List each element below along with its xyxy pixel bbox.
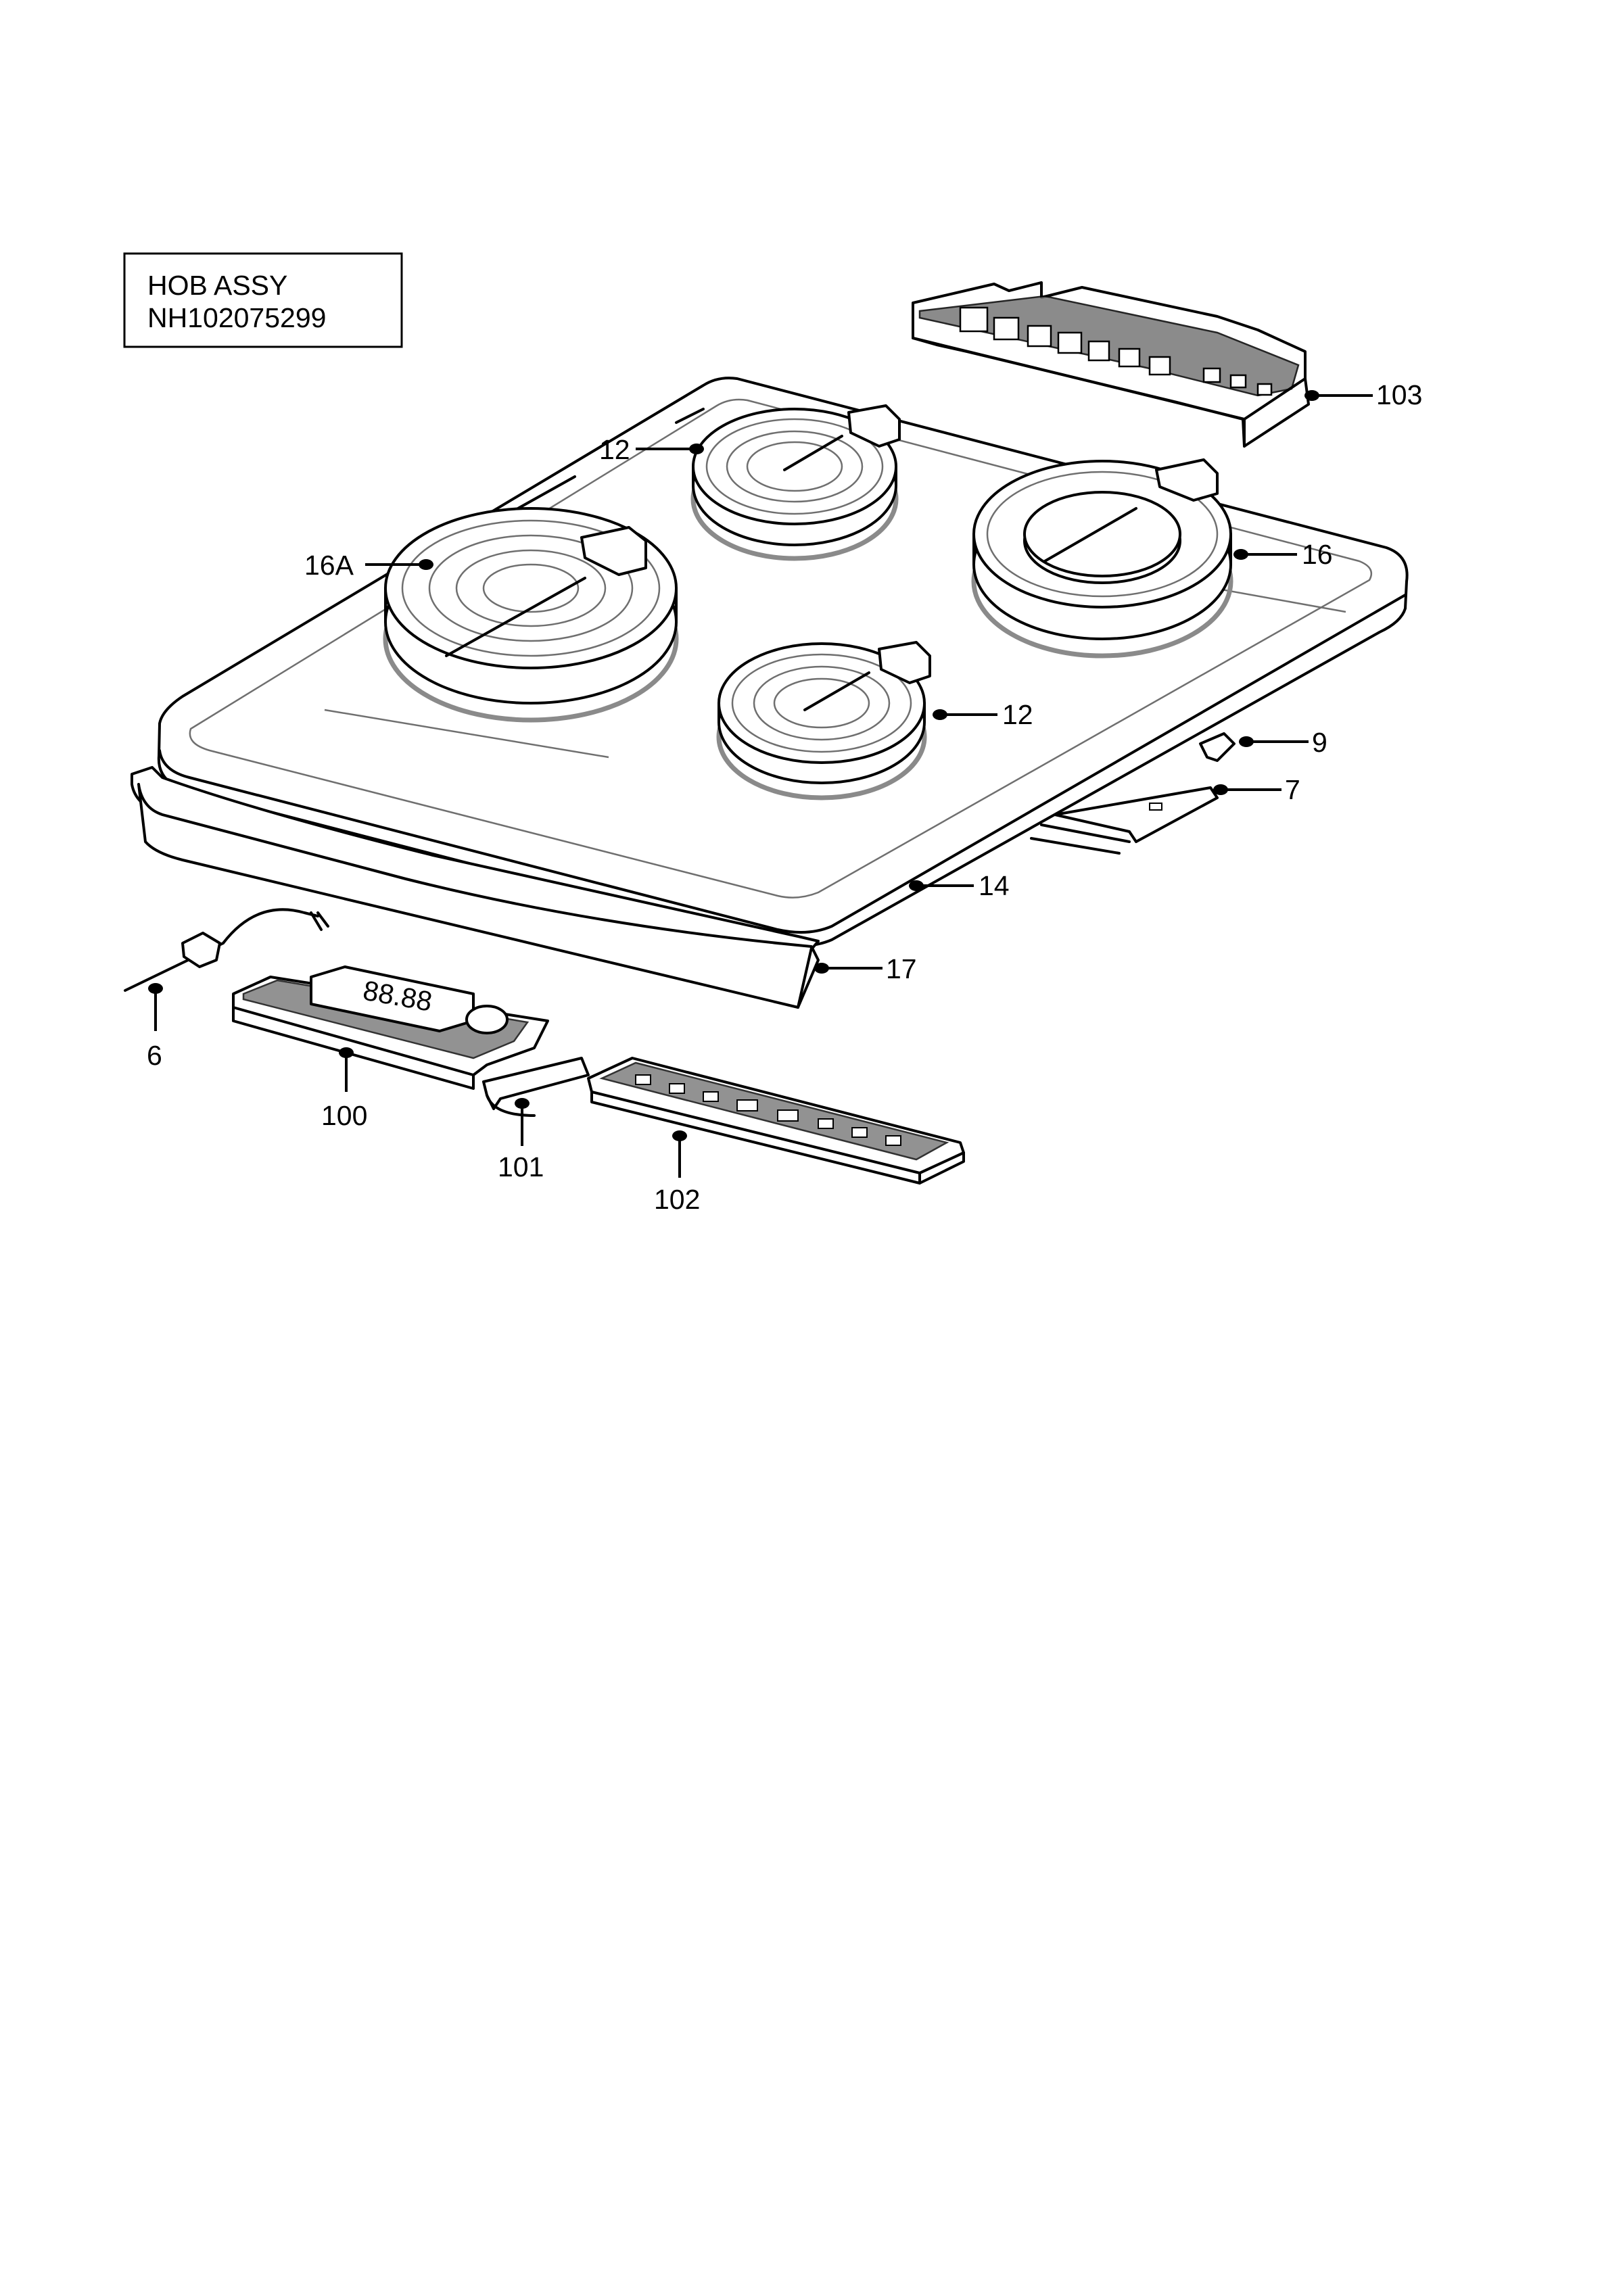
- part-12-heating-element-rear: [690, 404, 901, 561]
- part-102-touch-control-board: [587, 1057, 965, 1185]
- callout-102: 102: [654, 1130, 700, 1215]
- part-12-heating-element-front: [716, 641, 931, 800]
- callout-label-17: 17: [886, 953, 917, 984]
- callout-6: 6: [147, 983, 163, 1071]
- callout-label-102: 102: [654, 1184, 700, 1215]
- callout-label-7: 7: [1285, 774, 1300, 805]
- callout-103: 103: [1304, 379, 1422, 410]
- part-7-bracket: [1030, 786, 1219, 855]
- callout-label-103: 103: [1376, 379, 1422, 410]
- callout-14: 14: [909, 870, 1010, 901]
- callout-label-12-rear: 12: [599, 434, 630, 465]
- callout-7: 7: [1213, 774, 1300, 805]
- part-100-display-board: 88.88: [232, 965, 549, 1090]
- title-line-2: NH102075299: [147, 302, 326, 333]
- callout-12-front: 12: [933, 699, 1033, 730]
- callout-label-9: 9: [1312, 727, 1327, 758]
- part-6-sensor: [124, 908, 329, 992]
- callout-label-16: 16: [1302, 539, 1333, 570]
- callout-label-16a: 16A: [304, 550, 354, 581]
- callout-17: 17: [814, 953, 917, 984]
- part-101-ribbon-cable: [482, 1057, 590, 1117]
- callout-label-12-front: 12: [1002, 699, 1033, 730]
- part-16a-large-heating-element: [383, 507, 679, 723]
- callout-label-6: 6: [147, 1040, 162, 1071]
- callout-label-101: 101: [498, 1151, 544, 1182]
- title-box: HOB ASSY NH102075299: [123, 252, 403, 348]
- callout-100: 100: [321, 1047, 367, 1131]
- part-16-dual-heating-element: [971, 458, 1233, 659]
- part-17-front-trim: [131, 766, 820, 1009]
- callout-label-14: 14: [979, 870, 1010, 901]
- callout-101: 101: [498, 1098, 544, 1182]
- callout-9: 9: [1239, 727, 1327, 758]
- part-9-clip: [1199, 732, 1236, 762]
- callout-12-rear: 12: [599, 434, 704, 465]
- callout-16a: 16A: [304, 550, 433, 581]
- callout-label-100: 100: [321, 1100, 367, 1131]
- title-line-1: HOB ASSY: [147, 270, 287, 301]
- callout-16: 16: [1233, 539, 1333, 570]
- part-103-control-bracket: [912, 281, 1310, 448]
